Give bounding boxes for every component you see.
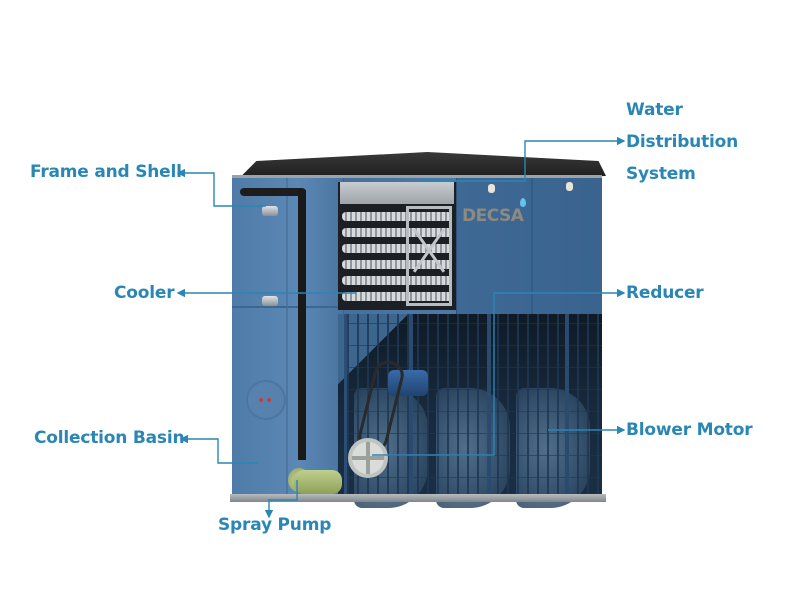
indicator-dot	[259, 398, 263, 402]
label-collection-basin: Collection Basin	[34, 428, 185, 448]
grille-post	[565, 314, 569, 500]
coil-tube	[342, 228, 452, 237]
coil-outlet-connection	[262, 296, 278, 306]
spray-pipe-vertical	[298, 190, 306, 460]
spray-pipe-horizontal	[240, 188, 306, 196]
water-distribution-header	[340, 182, 454, 204]
indicator-dot	[267, 398, 271, 402]
reducer-pulley	[348, 438, 388, 478]
cooler-coil-bay	[338, 182, 456, 310]
label-cooler: Cooler	[114, 283, 175, 303]
lifting-lug	[566, 182, 573, 191]
label-spray-pump: Spray Pump	[218, 515, 332, 535]
label-water-distribution-system: Water Distribution System	[626, 94, 738, 190]
brand-logo: DECSA	[462, 206, 524, 226]
base-rail	[230, 494, 606, 502]
coil-tube	[342, 212, 452, 221]
grille-post	[409, 314, 413, 500]
frame-and-shell-panel	[232, 178, 344, 498]
coil-tube	[342, 244, 452, 253]
inspection-hatch	[246, 380, 286, 420]
coil-tube	[342, 276, 452, 285]
panel-seam	[531, 178, 533, 314]
label-reducer: Reducer	[626, 283, 704, 303]
panel-seam	[286, 178, 288, 498]
label-blower-motor: Blower Motor	[626, 420, 753, 440]
lifting-lug	[488, 184, 495, 193]
roof-edge	[232, 175, 602, 179]
coil-tube	[342, 260, 452, 269]
evaporative-cooler-illustration: DECSA	[226, 150, 606, 510]
upper-casing-panel	[456, 178, 602, 314]
spray-pump-motor	[294, 470, 342, 494]
coil-support-frame	[406, 206, 452, 306]
coil-inlet-connection	[262, 206, 278, 216]
grille-post	[487, 314, 491, 500]
water-drop-icon	[520, 198, 526, 207]
label-line: System	[626, 164, 696, 184]
label-frame-and-shell: Frame and Shell	[30, 162, 182, 182]
label-line: Water	[626, 100, 683, 120]
label-line: Distribution	[626, 132, 739, 152]
